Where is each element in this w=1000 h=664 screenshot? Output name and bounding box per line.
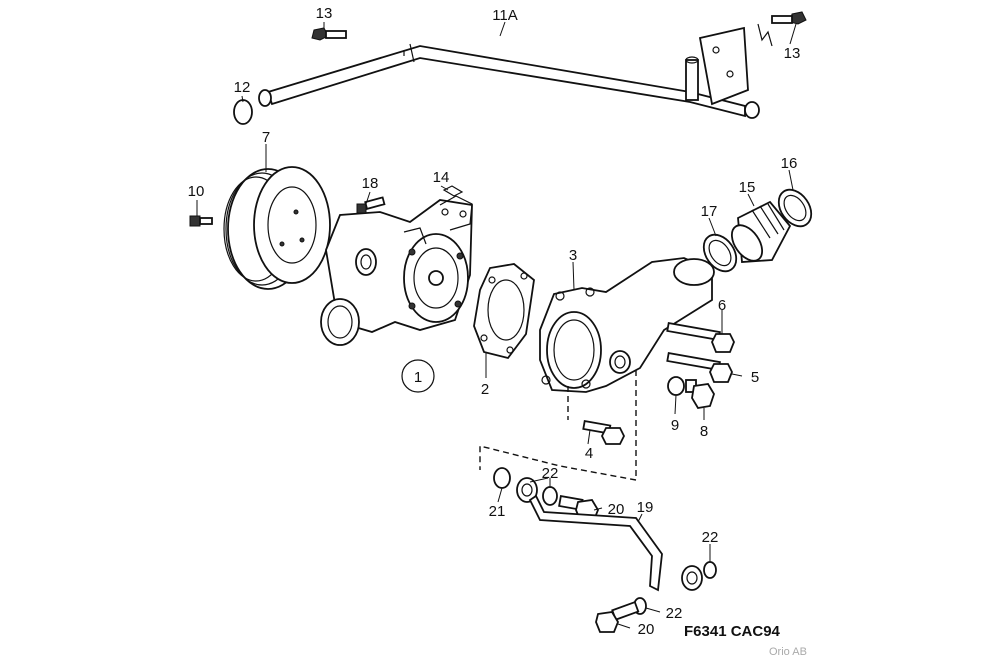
- callout-9: 9: [671, 417, 679, 434]
- bolt-4: [582, 420, 626, 445]
- bolt-18: [356, 196, 386, 214]
- pump-housing-3: [539, 257, 715, 393]
- banjo-bolt-20-bottom: [595, 600, 640, 633]
- bolt-13-right: [757, 11, 807, 47]
- coolant-pipe-11a: [258, 26, 760, 119]
- callout-20-top: 20: [608, 501, 625, 518]
- bolt-13-left: [311, 27, 347, 41]
- callout-2: 2: [481, 381, 489, 398]
- callout-14: 14: [433, 169, 450, 186]
- pulley-7: [223, 166, 331, 290]
- callout-22-bottom: 22: [666, 605, 683, 622]
- callout-15: 15: [739, 179, 756, 196]
- washer-22-right: [703, 561, 717, 579]
- callout-10: 10: [188, 183, 205, 200]
- leader-lines: [196, 21, 797, 629]
- clip-14: [442, 185, 464, 197]
- gasket-2: [473, 263, 535, 360]
- banjo-fitting-top: [516, 477, 538, 503]
- callout-5: 5: [751, 369, 759, 386]
- plug-8: [685, 379, 715, 409]
- bolt-6: [666, 322, 735, 353]
- callout-19: 19: [637, 499, 654, 516]
- callout-13-left: 13: [316, 5, 333, 22]
- callout-13-right: 13: [784, 45, 801, 62]
- callout-8: 8: [700, 423, 708, 440]
- washer-22-top: [542, 486, 558, 506]
- callout-21: 21: [489, 503, 506, 520]
- callout-12: 12: [234, 79, 251, 96]
- callout-1: 1: [414, 369, 422, 386]
- banjo-fitting-bottom: [681, 565, 703, 591]
- pipe-19: [528, 494, 663, 592]
- callout-22-top: 22: [542, 465, 559, 482]
- o-ring-17: [702, 233, 738, 273]
- callout-labels: 1 2 3 4 5 6 7 8 9 10 11A 12 13 13 14 15 …: [188, 5, 801, 638]
- credit-watermark: Orio AB: [769, 646, 807, 658]
- callout-7: 7: [262, 129, 270, 146]
- callout-4: 4: [585, 445, 593, 462]
- figure-code: F6341 CAC94: [684, 623, 780, 640]
- callout-20-bottom: 20: [638, 621, 655, 638]
- dashed-connector: [479, 370, 637, 481]
- callout-6: 6: [718, 297, 726, 314]
- callout-3: 3: [569, 247, 577, 264]
- hose-15: [730, 200, 792, 263]
- callout-1-circle: [401, 359, 435, 393]
- bolt-10: [189, 215, 213, 227]
- callout-18: 18: [362, 175, 379, 192]
- washer-9: [667, 376, 685, 396]
- callout-22-right: 22: [702, 529, 719, 546]
- callout-11a: 11A: [492, 7, 518, 24]
- o-ring-12: [233, 99, 253, 125]
- callout-16: 16: [781, 155, 798, 172]
- water-pump-body: [320, 195, 473, 346]
- callout-17: 17: [701, 203, 718, 220]
- bolt-5: [666, 352, 733, 383]
- o-ring-16: [777, 188, 813, 228]
- washer-21: [493, 467, 511, 489]
